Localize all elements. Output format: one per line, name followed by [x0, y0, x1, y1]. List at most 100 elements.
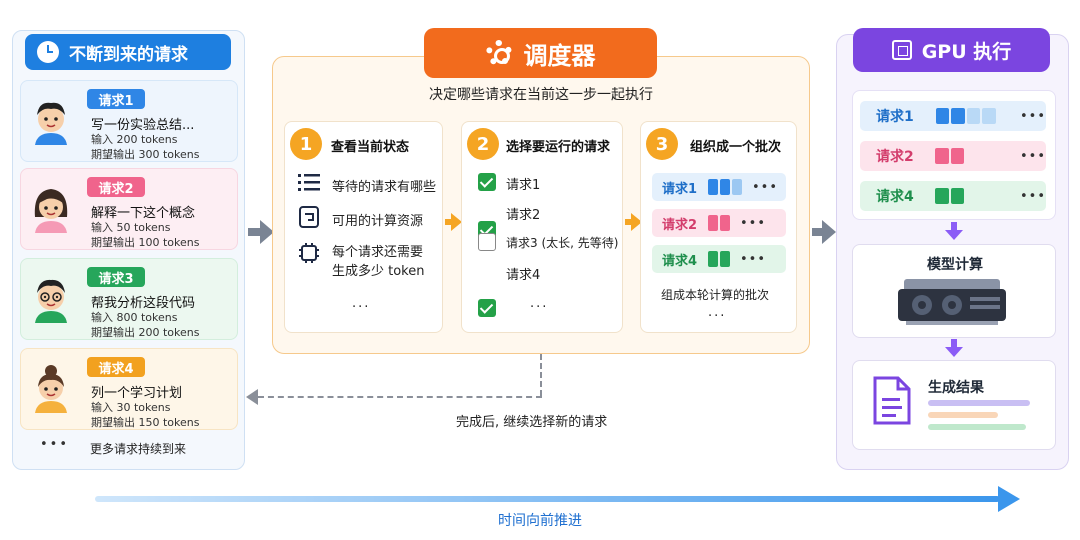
timeline-arrow-icon: [998, 486, 1020, 512]
loop-text: 完成后, 继续选择新的请求: [456, 415, 608, 430]
token-block: [720, 251, 730, 267]
request-input-tokens: 输入 50 tokens: [91, 221, 171, 234]
gpu-row-label: 请求2: [876, 149, 914, 165]
request-input-tokens: 输入 200 tokens: [91, 133, 178, 146]
step-1-item: 每个请求还需要: [332, 245, 424, 260]
checkbox-checked-icon: [478, 299, 496, 317]
step-2-more: ...: [530, 296, 549, 311]
gpu-header: GPU 执行: [853, 28, 1050, 72]
step-1-item: 可用的计算资源: [332, 214, 424, 229]
loop-line-vertical: [540, 354, 542, 396]
step-1-item: 等待的请求有哪些: [332, 180, 437, 195]
batch-row: 请求4 •••: [652, 245, 786, 273]
gpu-row-label: 请求4: [876, 189, 914, 205]
token-block: [982, 108, 997, 124]
clock-icon: [37, 41, 59, 63]
scheduler-header: 调度器: [424, 28, 657, 78]
token-block: [720, 215, 730, 231]
request-text: 帮我分析这段代码: [91, 296, 196, 311]
token-block: [950, 148, 964, 164]
more-requests-text: 更多请求持续到来: [90, 442, 187, 456]
request-text: 解释一下这个概念: [91, 206, 196, 221]
step-arrow-shaft: [625, 219, 633, 225]
chip-icon: [299, 243, 319, 263]
step-1-item: 生成多少 token: [332, 264, 425, 279]
gpu-row-dots: •••: [1019, 188, 1046, 204]
request-text: 列一个学习计划: [91, 386, 183, 401]
result-line: [928, 424, 1026, 430]
list-icon: [298, 174, 320, 191]
batch-row-label: 请求2: [662, 217, 698, 233]
arrow-down-icon: [945, 230, 963, 240]
arrow-to-gpu-icon: [822, 220, 836, 244]
token-block: [951, 108, 965, 124]
gpu-row-label: 请求1: [876, 109, 914, 125]
model-compute-label: 模型计算: [927, 257, 983, 273]
loop-arrow-icon: [246, 389, 258, 405]
arrow-right-icon: [631, 213, 642, 231]
gpu-row-dots: •••: [1019, 148, 1046, 164]
user-avatar-icon: [29, 95, 73, 145]
arrow-to-scheduler-shaft: [248, 228, 262, 236]
step-2-title: 选择要运行的请求: [506, 140, 611, 155]
resource-icon: [299, 206, 319, 228]
token-block: [935, 148, 949, 164]
result-line: [928, 412, 998, 418]
scheduler-subtitle: 决定哪些请求在当前这一步一起执行: [429, 87, 653, 103]
incoming-requests-header: 不断到来的请求: [25, 34, 231, 70]
token-block: [708, 179, 718, 195]
request-input-tokens: 输入 800 tokens: [91, 311, 178, 324]
checkbox-unchecked-icon: [478, 233, 496, 251]
result-label: 生成结果: [928, 380, 984, 396]
request-tag: 请求1: [87, 89, 145, 109]
request-card: 请求3 帮我分析这段代码输入 800 tokens 期望输出 200 tokens: [20, 258, 238, 340]
request-tag: 请求3: [87, 267, 145, 287]
gpu-batch-row: 请求2 •••: [860, 141, 1046, 171]
token-block: [950, 188, 964, 204]
step-3-more: ...: [708, 305, 727, 320]
candidate-request-label: 请求2: [506, 208, 541, 223]
token-block: [708, 215, 718, 231]
batch-row-dots: •••: [752, 179, 779, 195]
token-block: [720, 179, 730, 195]
user-avatar-icon: [29, 273, 73, 323]
batch-row: 请求1 •••: [652, 173, 786, 201]
scheduler-title: 调度器: [523, 41, 596, 70]
step-3-title: 组织成一个批次: [690, 140, 782, 155]
arrow-right-icon: [451, 213, 462, 231]
request-output-tokens: 期望输出 100 tokens: [91, 236, 200, 249]
timeline-bar: [95, 496, 1000, 502]
arrow-down-icon: [945, 347, 963, 357]
gpu-hardware-icon: [898, 279, 1006, 325]
more-requests-dots: •••: [40, 437, 70, 452]
user-avatar-icon: [29, 183, 73, 233]
step-3-number: 3: [646, 128, 678, 160]
batch-row-label: 请求4: [662, 253, 698, 269]
request-tag: 请求4: [87, 357, 145, 377]
request-output-tokens: 期望输出 300 tokens: [91, 148, 200, 161]
token-block: [935, 188, 949, 204]
arrow-down-shaft: [951, 339, 957, 347]
arrow-to-gpu-shaft: [812, 228, 824, 236]
checkbox-checked-icon: [478, 173, 496, 191]
token-block: [732, 179, 742, 195]
candidate-request-label: 请求1: [506, 178, 541, 193]
arrow-down-shaft: [951, 222, 957, 230]
batch-row-dots: •••: [740, 215, 767, 231]
request-output-tokens: 期望输出 200 tokens: [91, 326, 200, 339]
batch-row: 请求2 •••: [652, 209, 786, 237]
result-line: [928, 400, 1030, 406]
candidate-request-label: 请求3 (太长, 先等待): [506, 236, 619, 250]
batch-row-dots: •••: [740, 251, 767, 267]
batch-row-label: 请求1: [662, 181, 698, 197]
step-arrow-shaft: [445, 219, 453, 225]
loop-line-horizontal: [258, 396, 542, 398]
request-input-tokens: 输入 30 tokens: [91, 401, 171, 414]
document-icon: [873, 376, 911, 425]
timeline-label: 时间向前推进: [498, 513, 582, 529]
step-2-number: 2: [467, 128, 499, 160]
step-1-title: 查看当前状态: [331, 140, 410, 155]
